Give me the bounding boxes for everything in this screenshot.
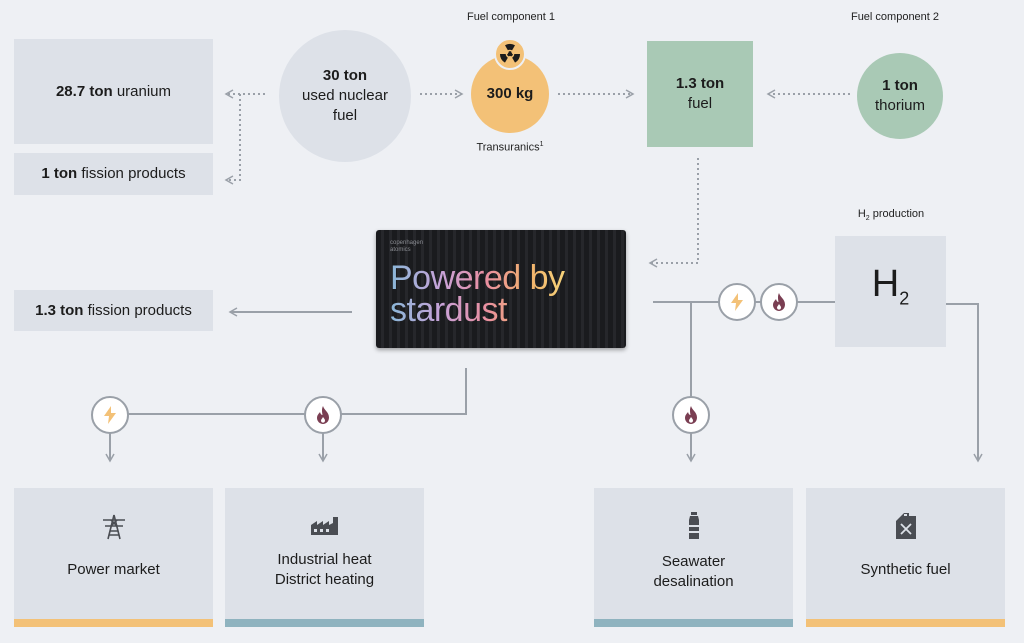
uranium-box: 28.7 ton uranium [14, 39, 213, 144]
industrial-heat-box: Industrial heat District heating [225, 488, 424, 627]
heat-node-desalination [672, 396, 710, 434]
fuel-label: fuel [687, 95, 713, 112]
reactor-brand: copenhagen atomics [390, 240, 423, 254]
transuranics-amount: 300 kg [486, 85, 534, 102]
power-market-bar [14, 619, 213, 627]
fuel-box: 1.3 ton fuel [647, 41, 753, 147]
synthetic-fuel-label: Synthetic fuel [860, 561, 951, 578]
fission-products-out-box: 1.3 ton fission products [14, 290, 213, 331]
used-fuel-line2: used nuclear [302, 87, 388, 104]
power-market-label: Power market [67, 561, 160, 578]
line-reactor-down [110, 368, 467, 415]
lightning-icon [731, 293, 743, 311]
brand-line2: atomics [390, 247, 411, 253]
fission-products-in-box: 1 ton fission products [14, 153, 213, 195]
flame-icon [317, 406, 329, 424]
h2-symbol-sub: 2 [899, 288, 910, 309]
fuel-amount: 1.3 ton [675, 75, 725, 92]
flame-icon [685, 406, 697, 424]
heat-node-right [760, 283, 798, 321]
transuranics-footnote: 1 [539, 141, 544, 148]
desalination-bar [594, 619, 793, 627]
district-heating-label: District heating [274, 571, 375, 588]
dotted-arrow-fuel-reactor [648, 158, 699, 268]
bottle-icon [687, 512, 701, 546]
electricity-node-right [718, 283, 756, 321]
industrial-heat-label: Industrial heat [277, 551, 372, 568]
transuranics-label: Transuranics [476, 141, 540, 154]
h2-production-caption: H2 production [835, 208, 947, 222]
dotted-branch-fission [224, 94, 241, 185]
synthetic-fuel-box: Synthetic fuel [806, 488, 1005, 627]
reactor-container: copenhagen atomics Powered by stardust [376, 230, 626, 348]
brand-line1: copenhagen [390, 240, 424, 246]
fuel-component-1-caption: Fuel component 1 [466, 11, 556, 23]
synthetic-fuel-bar [806, 619, 1005, 627]
jerrycan-icon [895, 512, 917, 546]
h2-symbol: H [871, 263, 900, 306]
slogan-line1: Powered by [390, 259, 565, 297]
thorium-circle: 1 ton thorium [857, 53, 943, 139]
radiation-icon [494, 38, 526, 70]
used-fuel-amount: 30 ton [322, 67, 368, 84]
lightning-icon [104, 406, 116, 424]
seawater-label: Seawater [661, 553, 726, 570]
transuranics-caption: Transuranics1 [455, 141, 565, 154]
h2-box: H2 [835, 236, 946, 347]
fission-in-label: fission products [77, 165, 186, 182]
flame-icon [773, 293, 785, 311]
thorium-label: thorium [874, 97, 926, 114]
desalination-label: desalination [653, 573, 734, 590]
seawater-desalination-box: Seawater desalination [594, 488, 793, 627]
fuel-component-2-caption: Fuel component 2 [850, 11, 940, 23]
thorium-amount: 1 ton [882, 77, 918, 94]
used-fuel-line3: fuel [332, 107, 358, 124]
electricity-node-left [91, 396, 129, 434]
h2-caption-suffix: production [869, 208, 925, 220]
fission-out-label: fission products [83, 301, 192, 319]
used-fuel-circle: 30 ton used nuclear fuel [279, 30, 411, 162]
power-market-box: Power market [14, 488, 213, 627]
h2-caption-prefix: H [857, 208, 866, 220]
reactor-slogan: Powered by stardust [390, 262, 565, 326]
slogan-line2: stardust [390, 291, 507, 329]
arrow-synthetic-fuel [946, 303, 983, 463]
h2-caption-sub: 2 [865, 215, 870, 223]
factory-icon [310, 516, 340, 542]
pylon-icon [100, 514, 128, 546]
heat-node-left [304, 396, 342, 434]
fission-in-amount: 1 ton [41, 165, 78, 182]
industrial-heat-bar [225, 619, 424, 627]
uranium-label: uranium [112, 82, 172, 100]
fission-out-amount: 1.3 ton [35, 301, 84, 319]
uranium-amount: 28.7 ton [55, 82, 113, 100]
